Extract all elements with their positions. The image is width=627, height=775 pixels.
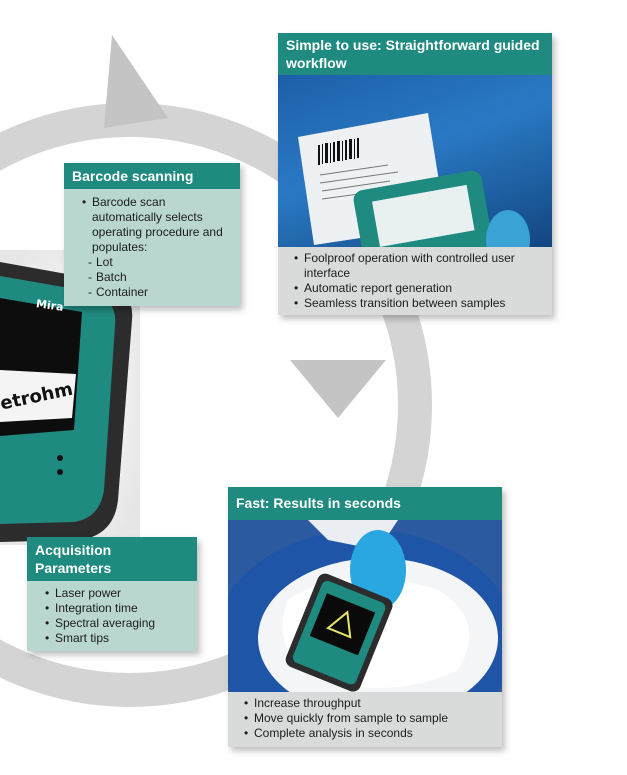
fast-results-list: Increase throughput Move quickly from sa… <box>228 692 502 747</box>
simple-to-use-box: Simple to use: Straightforward guided wo… <box>278 33 552 315</box>
simple-to-use-title: Simple to use: Straightforward guided wo… <box>278 33 552 75</box>
simple-to-use-list: Foolproof operation with controlled user… <box>278 247 552 315</box>
barcode-bullet: Barcode scan automatically selects opera… <box>82 195 232 255</box>
barcode-scanning-box: Barcode scanning Barcode scan automatica… <box>64 163 240 306</box>
fast-item-1: Increase throughput <box>244 696 496 711</box>
acquisition-item-spectral-averaging: Spectral averaging <box>45 616 189 631</box>
acquisition-parameters-box: Acquisition Parameters Laser power Integ… <box>27 537 197 651</box>
barcode-scanning-body: Barcode scan automatically selects opera… <box>64 189 240 306</box>
acquisition-item-laser-power: Laser power <box>45 586 189 601</box>
fast-results-box: Fast: Results in seconds Increase throug… <box>228 487 502 747</box>
barcode-label-scan-illustration <box>298 113 530 247</box>
barcode-sub-batch: Batch <box>82 270 232 285</box>
middle-arrowhead <box>290 360 386 418</box>
acquisition-item-smart-tips: Smart tips <box>45 631 189 646</box>
acquisition-parameters-title: Acquisition Parameters <box>27 537 197 581</box>
fast-item-3: Complete analysis in seconds <box>244 726 496 741</box>
barcode-scanning-title: Barcode scanning <box>64 163 240 189</box>
fast-item-2: Move quickly from sample to sample <box>244 711 496 726</box>
acquisition-item-integration-time: Integration time <box>45 601 189 616</box>
simple-item-3: Seamless transition between samples <box>294 296 546 311</box>
workflow-photo <box>278 75 552 247</box>
top-arrowhead <box>104 35 168 128</box>
barcode-sub-lot: Lot <box>82 255 232 270</box>
simple-item-2: Automatic report generation <box>294 281 546 296</box>
fast-results-title: Fast: Results in seconds <box>228 487 502 520</box>
simple-item-1: Foolproof operation with controlled user… <box>294 251 546 281</box>
barcode-sub-container: Container <box>82 285 232 300</box>
device-in-drum-illustration <box>228 520 502 692</box>
sample-drum-photo <box>228 520 502 692</box>
acquisition-parameters-list: Laser power Integration time Spectral av… <box>27 581 197 651</box>
